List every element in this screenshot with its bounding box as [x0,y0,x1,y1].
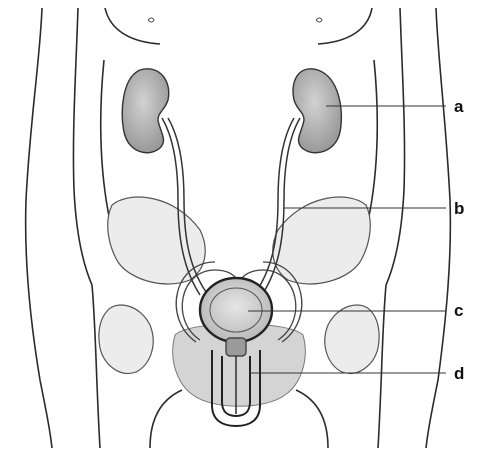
kidneys [122,69,341,153]
label-a: a [454,98,463,115]
right-kidney [293,69,341,153]
label-d: d [454,365,464,382]
left-kidney [122,69,168,153]
label-b: b [454,200,464,217]
navel-marks [148,18,322,22]
label-c: c [454,302,463,319]
